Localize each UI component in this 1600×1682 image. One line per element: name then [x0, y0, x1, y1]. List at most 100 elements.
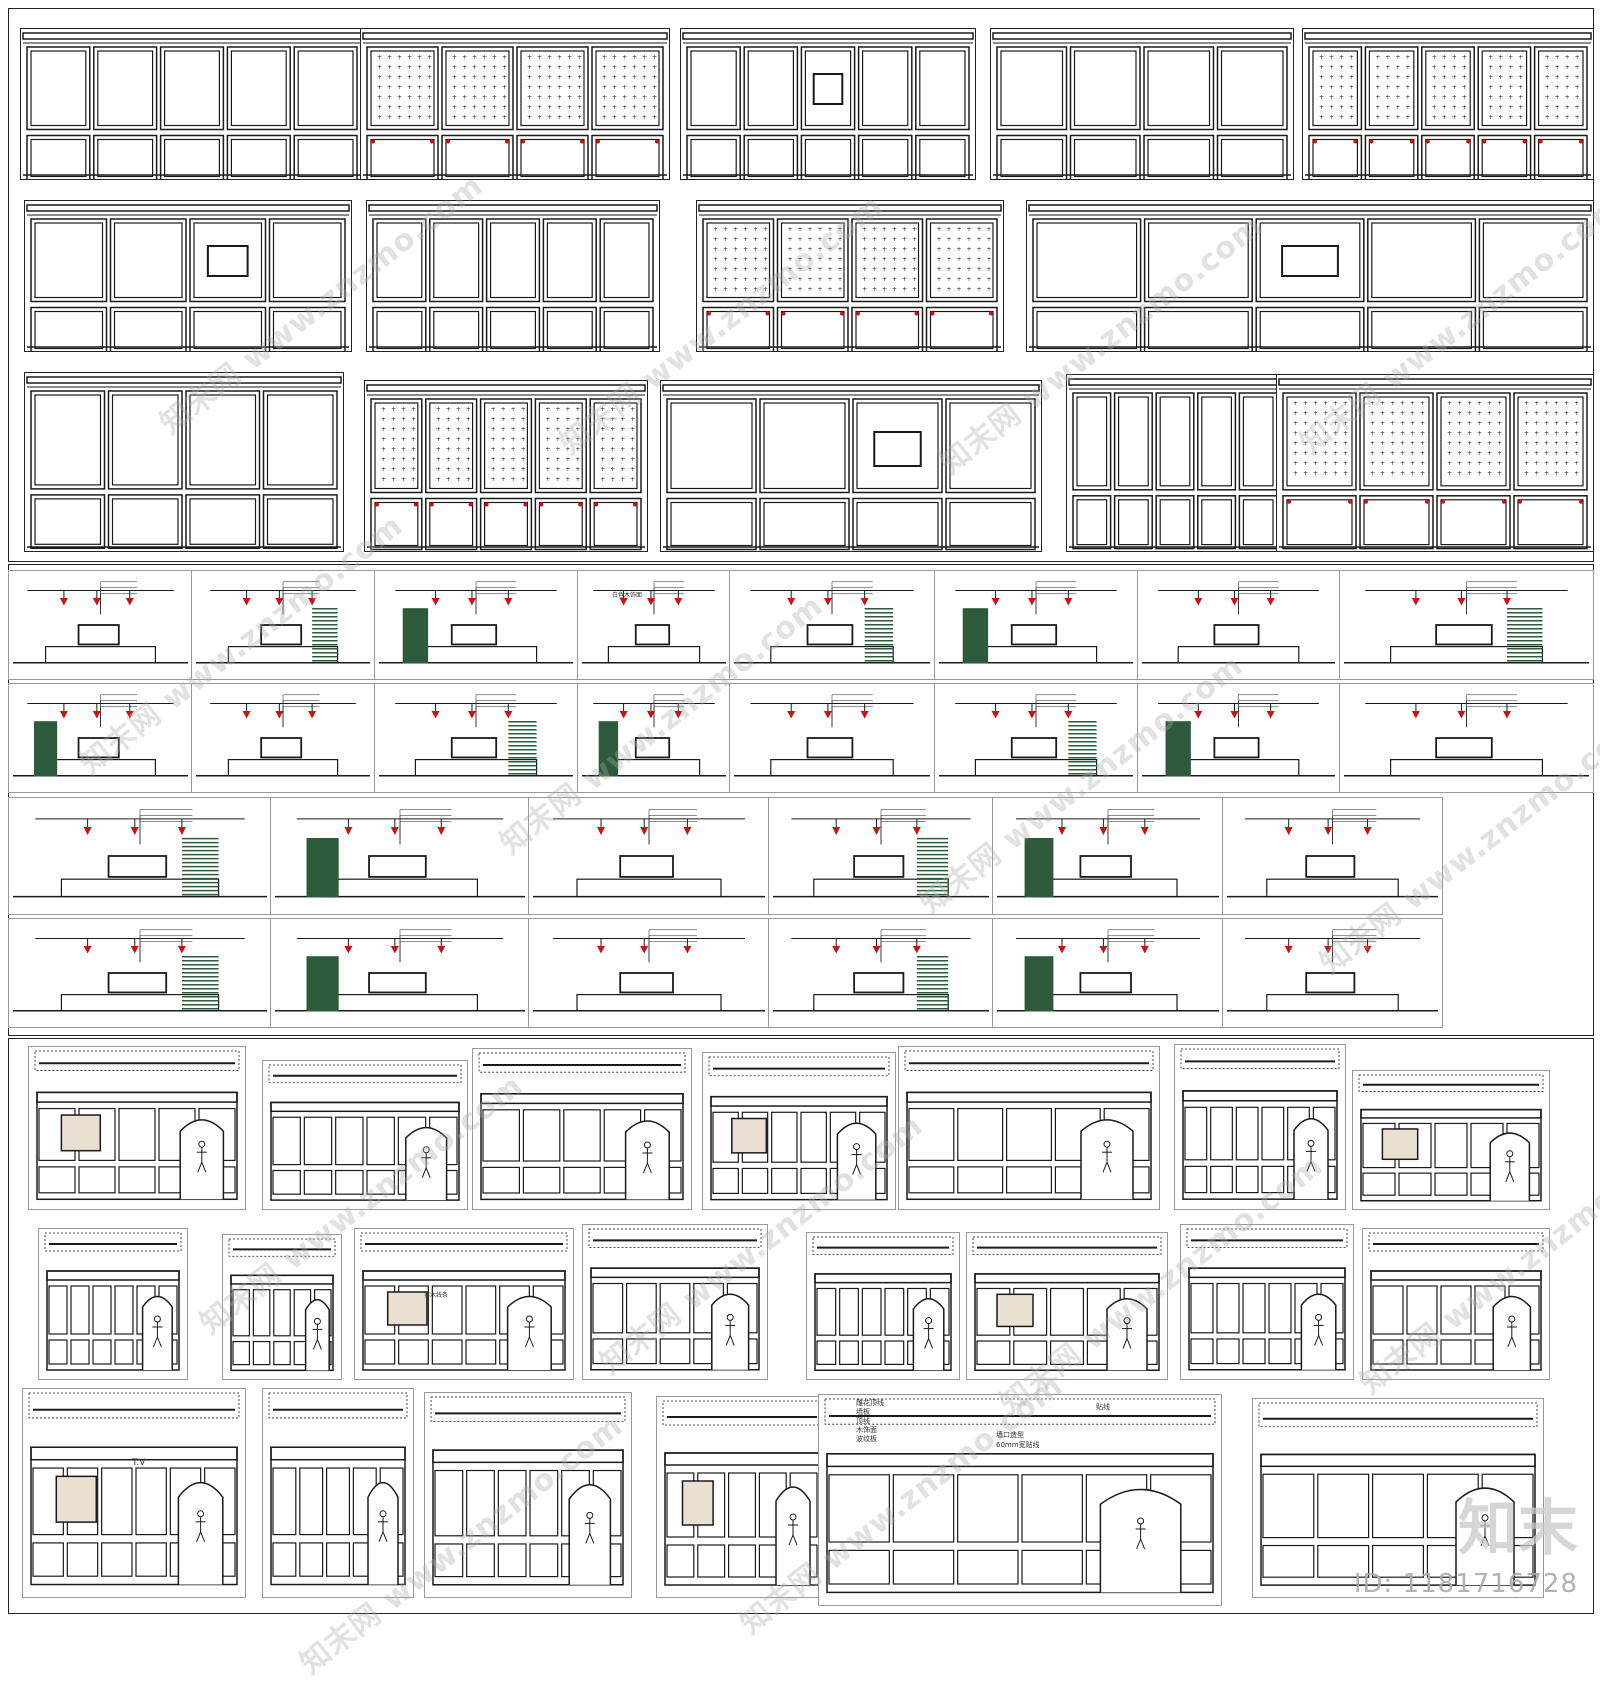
svg-text:+: +	[1343, 410, 1348, 417]
svg-text:+: +	[862, 256, 867, 263]
svg-text:+: +	[1395, 54, 1400, 61]
svg-text:+: +	[545, 406, 550, 413]
svg-text:+: +	[417, 54, 422, 61]
svg-text:+: +	[446, 436, 451, 443]
svg-text:+: +	[1487, 450, 1492, 457]
svg-text:+: +	[1462, 64, 1467, 71]
svg-text:+: +	[892, 276, 897, 283]
svg-text:+: +	[466, 426, 471, 433]
svg-text:+: +	[632, 64, 637, 71]
detailed-elevation-drawing	[966, 1232, 1168, 1380]
svg-text:+: +	[912, 286, 917, 293]
svg-text:+: +	[1462, 54, 1467, 61]
elevation-linework	[734, 694, 930, 777]
svg-text:+: +	[1467, 410, 1472, 417]
svg-text:+: +	[492, 74, 497, 81]
svg-text:+: +	[902, 276, 907, 283]
svg-text:+: +	[377, 94, 382, 101]
svg-text:+: +	[788, 226, 793, 233]
svg-text:+: +	[902, 236, 907, 243]
svg-text:+: +	[472, 94, 477, 101]
elevation-linework	[196, 694, 370, 777]
svg-text:+: +	[1534, 430, 1539, 437]
svg-text:+: +	[436, 416, 441, 423]
svg-text:+: +	[1329, 54, 1334, 61]
svg-text:+: +	[427, 54, 432, 61]
svg-text:+: +	[401, 446, 406, 453]
svg-text:+: +	[1329, 84, 1334, 91]
svg-text:+: +	[1385, 74, 1390, 81]
svg-text:+: +	[610, 406, 615, 413]
svg-text:+: +	[788, 256, 793, 263]
svg-text:+: +	[502, 54, 507, 61]
svg-text:+: +	[1339, 114, 1344, 121]
svg-text:+: +	[977, 226, 982, 233]
svg-text:+: +	[466, 446, 471, 453]
svg-text:+: +	[1293, 440, 1298, 447]
svg-text:+: +	[427, 64, 432, 71]
svg-text:+: +	[466, 466, 471, 473]
svg-text:+: +	[872, 236, 877, 243]
svg-text:+: +	[1385, 114, 1390, 121]
svg-text:+: +	[600, 406, 605, 413]
svg-text:+: +	[1462, 74, 1467, 81]
elevation-linework	[44, 1232, 182, 1371]
svg-text:+: +	[1329, 94, 1334, 101]
svg-text:+: +	[482, 54, 487, 61]
svg-text:+: +	[828, 256, 833, 263]
svg-text:+: +	[798, 226, 803, 233]
svg-text:+: +	[967, 226, 972, 233]
detailed-elevation-drawing	[38, 1228, 188, 1380]
svg-text:+: +	[1565, 84, 1570, 91]
svg-text:+: +	[557, 74, 562, 81]
svg-text:+: +	[1343, 400, 1348, 407]
svg-text:+: +	[1303, 460, 1308, 467]
svg-text:+: +	[575, 456, 580, 463]
svg-text:+: +	[937, 286, 942, 293]
svg-text:+: +	[723, 286, 728, 293]
svg-text:+: +	[1452, 104, 1457, 111]
svg-text:+: +	[1420, 420, 1425, 427]
tv-wall-elevation-drawing	[374, 570, 578, 680]
svg-text:+: +	[1497, 440, 1502, 447]
svg-text:+: +	[632, 84, 637, 91]
svg-text:+: +	[545, 476, 550, 483]
tv-wall-elevation-drawing	[1222, 797, 1443, 915]
svg-text:+: +	[947, 276, 952, 283]
svg-text:+: +	[567, 64, 572, 71]
elevation-linework	[582, 581, 726, 664]
svg-text:+: +	[1544, 410, 1549, 417]
svg-text:+: +	[838, 266, 843, 273]
svg-text:+: +	[808, 266, 813, 273]
svg-text:+: +	[391, 446, 396, 453]
svg-text:+: +	[502, 94, 507, 101]
svg-text:+: +	[401, 466, 406, 473]
svg-text:+: +	[1508, 94, 1513, 101]
svg-text:+: +	[987, 236, 992, 243]
svg-text:+: +	[652, 54, 657, 61]
wall-panel-elevation-drawing	[1066, 374, 1284, 552]
svg-text:+: +	[808, 236, 813, 243]
svg-text:+: +	[743, 246, 748, 253]
svg-text:+: +	[1508, 84, 1513, 91]
tv-wall-elevation-drawing	[729, 683, 935, 793]
detailed-elevation-drawing	[1252, 1398, 1544, 1598]
svg-text:+: +	[1487, 430, 1492, 437]
wall-panel-elevation-drawing: ++++++++++++++++++++++++++++++++++++++++…	[364, 380, 648, 552]
svg-text:+: +	[743, 266, 748, 273]
svg-text:+: +	[1574, 470, 1579, 477]
svg-text:+: +	[838, 256, 843, 263]
svg-text:+: +	[1457, 400, 1462, 407]
svg-text:+: +	[1432, 84, 1437, 91]
svg-text:+: +	[1432, 64, 1437, 71]
svg-text:+: +	[527, 74, 532, 81]
elevation-linework	[1344, 694, 1589, 777]
svg-text:+: +	[1554, 470, 1559, 477]
svg-text:+: +	[537, 104, 542, 111]
svg-text:+: +	[630, 426, 635, 433]
svg-text:+: +	[788, 286, 793, 293]
svg-text:+: +	[1508, 54, 1513, 61]
svg-text:+: +	[466, 436, 471, 443]
svg-text:+: +	[502, 74, 507, 81]
svg-text:+: +	[828, 226, 833, 233]
